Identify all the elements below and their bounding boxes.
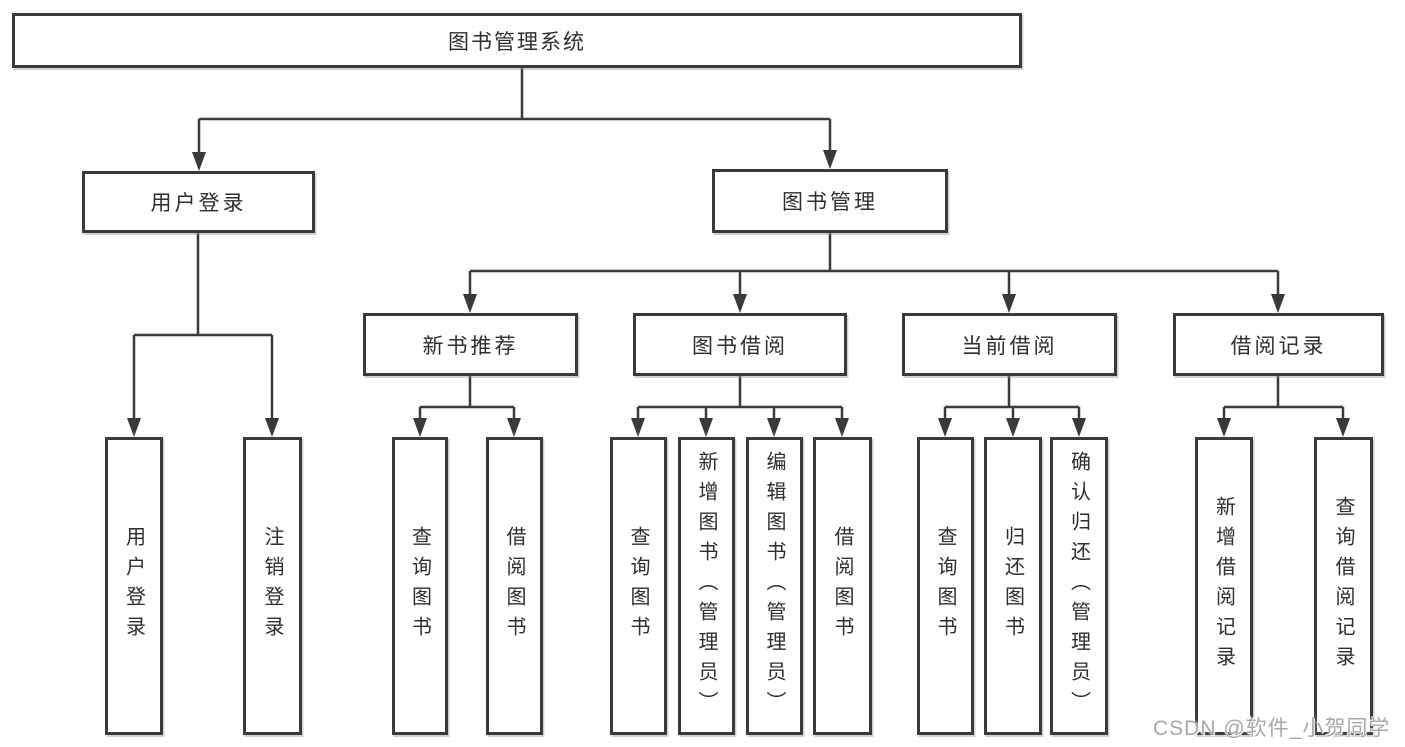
arrowhead-icon <box>463 294 477 313</box>
leaf-bb-borrow-book: 借阅图书 <box>813 437 872 735</box>
arrowhead-icon <box>938 418 952 437</box>
arrowhead-icon <box>1271 294 1285 313</box>
arrowhead-icon <box>699 418 713 437</box>
arrowhead-icon <box>1217 418 1231 437</box>
leaf-br-query-record: 查询借阅记录 <box>1314 437 1373 735</box>
leaf-cb-return-book: 归还图书 <box>984 437 1042 735</box>
leaf-nbr-query-book: 查询图书 <box>392 437 448 735</box>
arrowhead-icon <box>733 294 747 313</box>
leaf-bb-edit-book-admin: 编辑图书（管理员） <box>746 437 803 735</box>
leaf-br-add-record: 新增借阅记录 <box>1195 437 1253 735</box>
arrowhead-icon <box>192 152 206 171</box>
node-root-system: 图书管理系统 <box>12 13 1022 68</box>
leaf-cb-query-book: 查询图书 <box>917 437 974 735</box>
leaf-bb-query-book: 查询图书 <box>610 437 667 735</box>
arrowhead-icon <box>835 418 849 437</box>
leaf-bb-add-book-admin: 新增图书（管理员） <box>678 437 735 735</box>
leaf-nbr-borrow-book: 借阅图书 <box>486 437 543 735</box>
arrowhead-icon <box>1336 418 1350 437</box>
arrowhead-icon <box>1002 294 1016 313</box>
arrowhead-icon <box>413 418 427 437</box>
leaf-user-login: 用户登录 <box>105 437 163 735</box>
node-user-login: 用户登录 <box>82 171 315 233</box>
leaf-logout: 注销登录 <box>243 437 302 735</box>
node-new-book-recommend: 新书推荐 <box>363 313 578 376</box>
leaf-cb-confirm-return-admin: 确认归还（管理员） <box>1050 437 1108 735</box>
arrowhead-icon <box>265 418 279 437</box>
node-borrow-records: 借阅记录 <box>1173 313 1384 376</box>
arrowhead-icon <box>823 150 837 169</box>
csdn-watermark: CSDN @软件_小贺同学 <box>1153 717 1391 740</box>
arrowhead-icon <box>127 418 141 437</box>
arrowhead-icon <box>1072 418 1086 437</box>
arrowhead-icon <box>507 418 521 437</box>
node-current-borrow: 当前借阅 <box>902 313 1117 376</box>
node-book-borrow: 图书借阅 <box>633 313 847 376</box>
arrowhead-icon <box>767 418 781 437</box>
arrowhead-icon <box>1006 418 1020 437</box>
arrowhead-icon <box>631 418 645 437</box>
node-book-management: 图书管理 <box>712 169 948 233</box>
